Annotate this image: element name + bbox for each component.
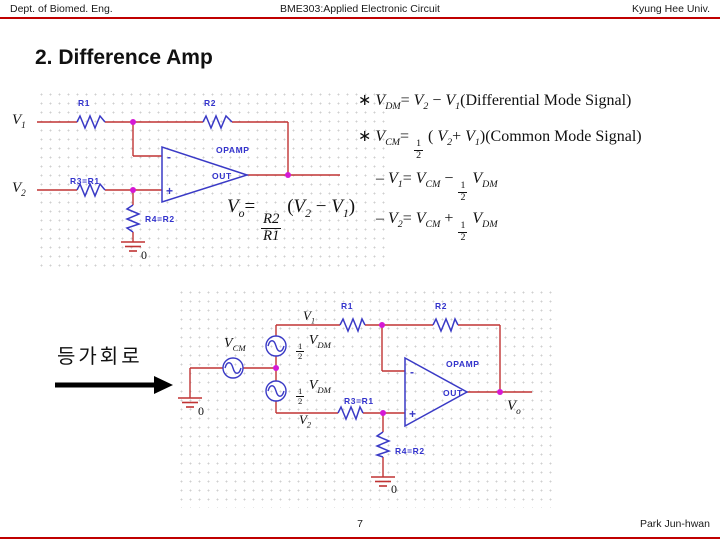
label-out: OUT bbox=[443, 388, 463, 398]
bottom-circuit-grid bbox=[175, 286, 557, 508]
label-out: OUT bbox=[212, 171, 232, 181]
junction-dots bbox=[130, 119, 291, 193]
ground-zero-left: 0 bbox=[198, 404, 204, 418]
opamp-minus-input: - bbox=[167, 150, 171, 164]
resistor-r2 bbox=[432, 317, 459, 334]
resistor-r4 bbox=[125, 204, 142, 233]
resistor-r4 bbox=[374, 431, 392, 458]
footer-author: Park Jun-hwan bbox=[639, 518, 710, 530]
junction-dots bbox=[273, 322, 503, 416]
ground-zero-right: 0 bbox=[391, 482, 397, 496]
ground-symbol bbox=[121, 241, 145, 252]
node-v1-label: V1 bbox=[303, 308, 315, 326]
slide-title: 2. Difference Amp bbox=[35, 46, 213, 69]
resistors bbox=[76, 114, 233, 233]
node-v2-label: V2 bbox=[299, 412, 311, 430]
upper-vdm-source bbox=[265, 335, 287, 357]
equivalent-circuit-label: 등가회로 bbox=[57, 346, 143, 368]
label-opamp: OPAMP bbox=[216, 145, 250, 155]
label-opamp: OPAMP bbox=[446, 359, 480, 369]
header-university: Kyung Hee Univ. bbox=[631, 3, 710, 15]
resistor-r3 bbox=[76, 182, 106, 198]
label-r1: R1 bbox=[78, 98, 90, 108]
ground-symbol-left bbox=[178, 397, 202, 408]
label-r4: R4=R2 bbox=[145, 214, 175, 224]
header-course-title: BME303:Applied Electronic Circuit bbox=[280, 3, 440, 15]
vcm-source-label: VCM bbox=[224, 336, 246, 353]
header-department: Dept. of Biomed. Eng. bbox=[10, 3, 113, 15]
label-r2: R2 bbox=[435, 301, 447, 311]
opamp-plus-input: + bbox=[166, 184, 173, 198]
resistors bbox=[337, 317, 459, 458]
voltage-sources bbox=[222, 335, 287, 402]
footer-divider-line bbox=[0, 537, 720, 539]
label-r3: R3=R1 bbox=[70, 176, 100, 186]
ground-symbol-right bbox=[371, 476, 395, 487]
vcm-source bbox=[222, 357, 244, 379]
input-v2-label: V2 bbox=[12, 180, 26, 199]
output-vo-label: Vo bbox=[507, 398, 521, 417]
top-circuit-grid bbox=[35, 88, 388, 272]
label-r4: R4=R2 bbox=[395, 446, 425, 456]
difference-amp-circuit: R1 R2 R3=R1 R4=R2 OPAMP OUT - + 0 bbox=[37, 98, 340, 262]
resistor-r3 bbox=[337, 405, 364, 422]
label-r3: R3=R1 bbox=[344, 396, 374, 406]
wire-segments bbox=[37, 121, 340, 242]
lower-vdm-source bbox=[265, 380, 287, 402]
equation-vdm-definition: ∗ VDM= V2 − V1(Differential Mode Signal) bbox=[358, 92, 632, 113]
resistor-r1 bbox=[339, 317, 366, 334]
opamp-minus-input: - bbox=[410, 365, 414, 379]
equivalent-circuit-diagram: R1 R2 R3=R1 R4=R2 OPAMP OUT - + 0 0 bbox=[55, 301, 532, 496]
page-number: 7 bbox=[357, 518, 363, 530]
resistor-r1 bbox=[76, 114, 106, 130]
resistor-r2 bbox=[202, 114, 233, 130]
input-v1-label: V1 bbox=[12, 112, 26, 131]
label-r2: R2 bbox=[204, 98, 216, 108]
header-divider-line bbox=[0, 17, 720, 19]
opamp-plus-input: + bbox=[409, 407, 416, 421]
equiv-arrow bbox=[55, 376, 173, 394]
opamp-triangle bbox=[404, 356, 469, 428]
label-r1: R1 bbox=[341, 301, 353, 311]
opamp-triangle bbox=[161, 145, 250, 204]
ground-zero-label: 0 bbox=[141, 248, 147, 262]
